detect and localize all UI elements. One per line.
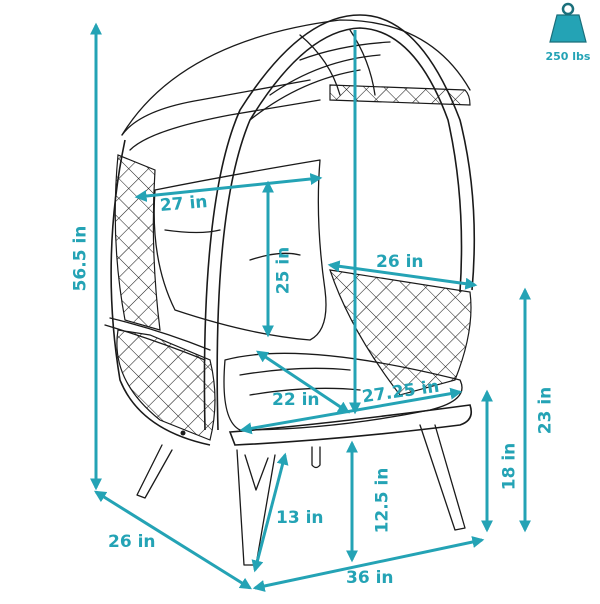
weight-icon — [549, 2, 587, 43]
overall-depth-label: 26 in — [108, 532, 156, 552]
ground-clearance-label: 12.5 in — [372, 467, 393, 534]
weight-capacity-label: 250 lbs — [545, 50, 591, 63]
overall-height-label: 56.5 in — [70, 225, 91, 292]
overall-width-label: 36 in — [346, 568, 394, 588]
canopy — [121, 19, 471, 151]
front-arch-frame — [203, 14, 476, 431]
seat-width-line — [239, 387, 463, 435]
leg-length-label: 13 in — [276, 508, 324, 528]
seat-height-label: 18 in — [499, 442, 520, 491]
overall-depth-line — [93, 490, 253, 590]
backrest-height-label: 25 in — [273, 246, 294, 295]
back-width-label: 27 in — [159, 191, 209, 217]
back-width-line — [134, 173, 323, 202]
pillow — [153, 159, 327, 341]
armrest-width-label: 26 in — [376, 252, 424, 272]
overall-width-line — [252, 536, 485, 592]
dimension-lines — [90, 22, 531, 592]
arm-height-label: 23 in — [535, 386, 556, 435]
seat-depth-label: 22 in — [272, 390, 320, 410]
legs — [136, 424, 466, 566]
side-frame — [104, 139, 211, 446]
weight-capacity-badge: 250 lbs — [540, 2, 596, 63]
